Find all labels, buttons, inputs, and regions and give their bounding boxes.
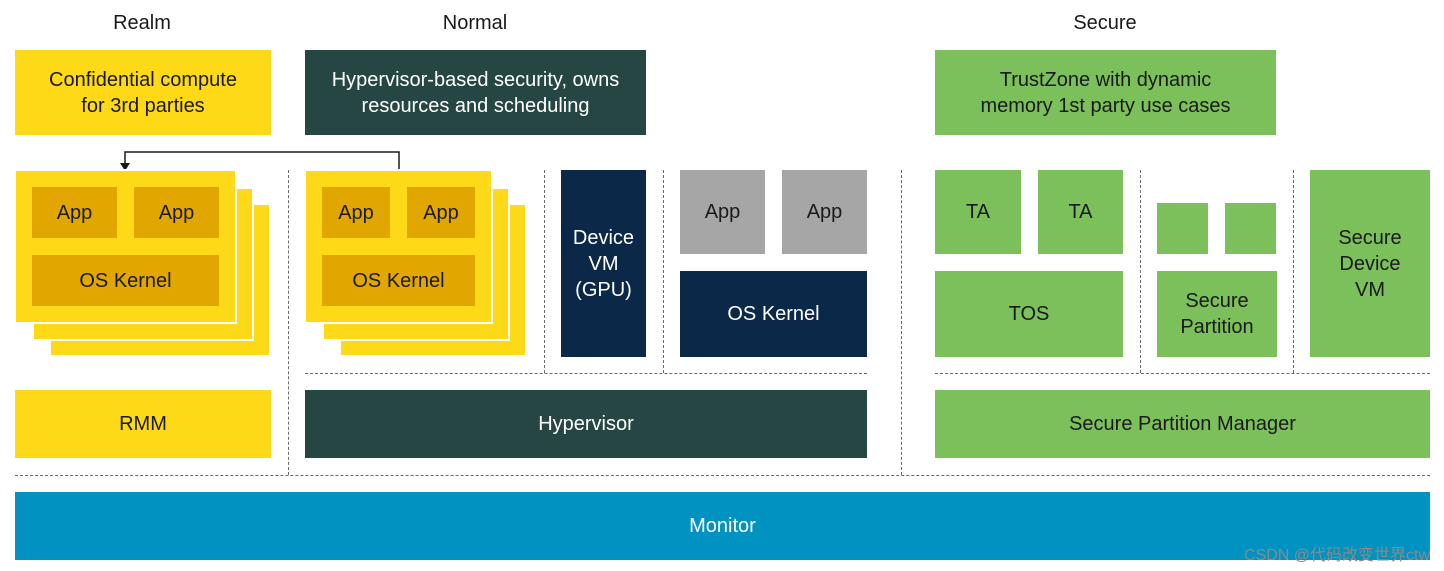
normal-os-kernel: OS Kernel — [322, 255, 475, 306]
divider-normal-secure — [901, 170, 902, 475]
realm-header: Realm — [113, 12, 171, 34]
arrow-connector — [120, 151, 400, 171]
normal-app-2: App — [407, 187, 475, 238]
trusted-app-2: TA — [1038, 170, 1123, 254]
hypervisor: Hypervisor — [305, 390, 867, 458]
vm-app-1: App — [680, 170, 765, 254]
realm-description: Confidential compute for 3rd parties — [15, 50, 271, 135]
device-vm-gpu: Device VM (GPU) — [561, 170, 646, 357]
normal-app-1: App — [322, 187, 390, 238]
vm-app-2: App — [782, 170, 867, 254]
divider-el3 — [15, 475, 1430, 476]
watermark: CSDN @代码改变世界ctw — [1243, 547, 1430, 564]
divider-secure-el2 — [935, 373, 1430, 374]
trusted-os: TOS — [935, 271, 1123, 357]
divider-normal-vm2 — [663, 170, 664, 373]
secure-device-vm: Secure Device VM — [1310, 170, 1430, 357]
realm-app-1: App — [32, 187, 117, 238]
secure-partition-block-1 — [1157, 203, 1208, 254]
secure-description: TrustZone with dynamic memory 1st party … — [935, 50, 1276, 135]
divider-realm-normal — [288, 170, 289, 475]
secure-partition: Secure Partition — [1157, 271, 1277, 357]
divider-normal-el2 — [305, 373, 867, 374]
secure-header: Secure — [1073, 12, 1137, 34]
divider-secure-partition — [1140, 170, 1141, 373]
normal-description: Hypervisor-based security, owns resource… — [305, 50, 646, 135]
rmm: RMM — [15, 390, 271, 458]
trusted-app-1: TA — [935, 170, 1021, 254]
monitor: Monitor — [15, 492, 1430, 560]
normal-header: Normal — [442, 12, 508, 34]
realm-app-2: App — [134, 187, 219, 238]
vm-os-kernel: OS Kernel — [680, 271, 867, 357]
realm-os-kernel: OS Kernel — [32, 255, 219, 306]
divider-secure-device — [1293, 170, 1294, 373]
divider-normal-vm1 — [544, 170, 545, 373]
secure-partition-block-2 — [1225, 203, 1276, 254]
secure-partition-manager: Secure Partition Manager — [935, 390, 1430, 458]
